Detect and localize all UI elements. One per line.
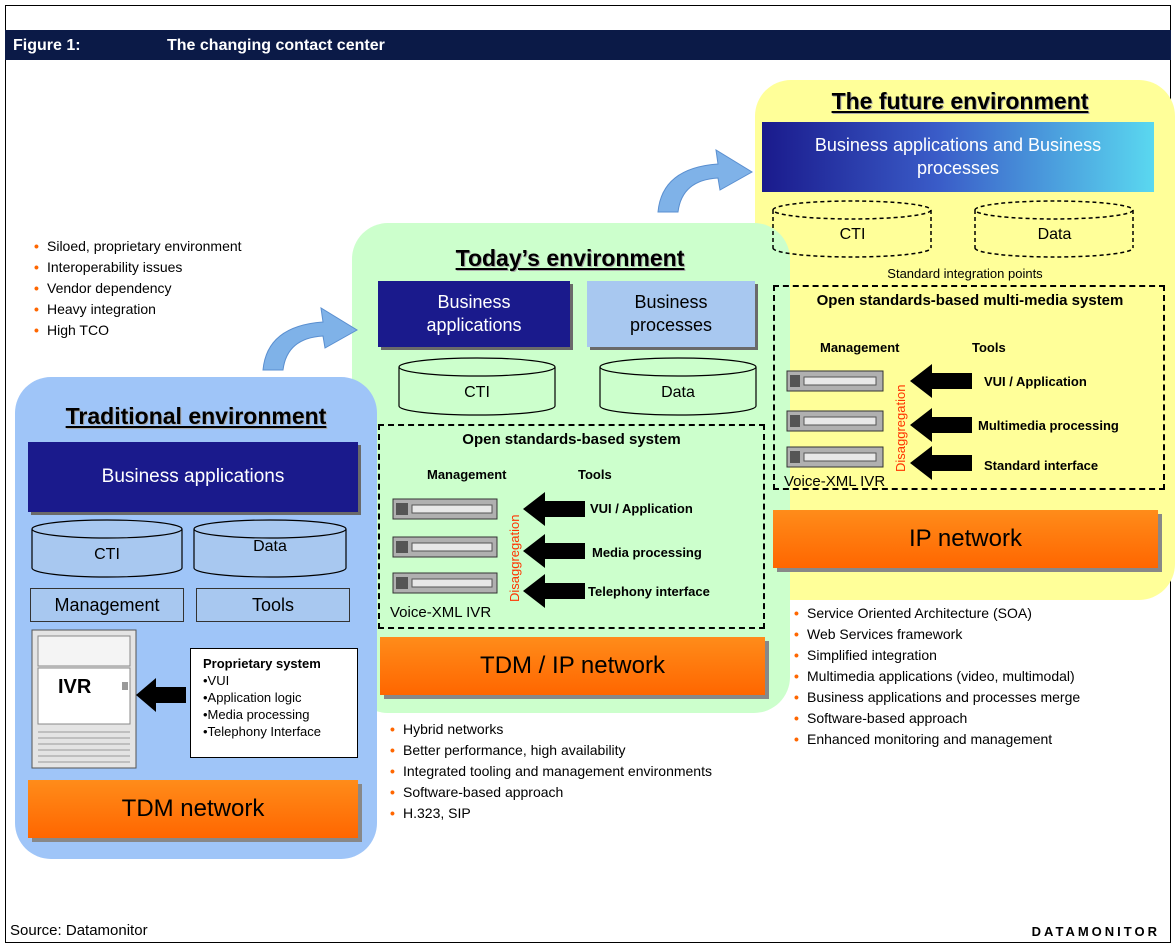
today-disaggregation-label: Disaggregation	[507, 514, 522, 602]
server-icon	[786, 370, 884, 392]
left-arrow-icon	[523, 574, 585, 608]
list-item: Enhanced monitoring and management	[794, 729, 1124, 750]
today-system-title: Open standards-based system	[462, 431, 681, 448]
list-item: Siloed, proprietary environment	[34, 236, 334, 257]
server-icon	[392, 536, 498, 558]
list-item: Heavy integration	[34, 299, 334, 320]
left-arrow-icon	[910, 408, 972, 442]
left-arrow-icon	[523, 492, 585, 526]
today-data-label: Data	[661, 384, 695, 401]
future-tools-label: Tools	[972, 340, 1006, 355]
figure-header: Figure 1: The changing contact center	[5, 30, 1171, 60]
server-icon	[392, 498, 498, 520]
traditional-cti-label: CTI	[94, 546, 120, 563]
list-item: Software-based approach	[794, 708, 1124, 729]
list-item: Multimedia applications (video, multimod…	[794, 666, 1124, 687]
cti-cylinder	[772, 200, 932, 258]
proprietary-item: •VUI	[203, 673, 230, 688]
future-row-label: VUI / Application	[984, 374, 1087, 389]
proprietary-item: •Telephony Interface	[203, 724, 322, 739]
traditional-network-box: TDM network	[28, 780, 358, 838]
source-label: Source: Datamonitor	[10, 922, 148, 939]
today-bullets: Hybrid networks Better performance, high…	[390, 719, 720, 824]
today-system-box	[378, 424, 765, 629]
list-item: Business applications and processes merg…	[794, 687, 1124, 708]
list-item: Web Services framework	[794, 624, 1124, 645]
traditional-title: Traditional environment	[65, 403, 327, 429]
traditional-data-label: Data	[253, 538, 287, 555]
future-row-label: Standard interface	[984, 458, 1099, 473]
today-row-label: Telephony interface	[588, 584, 710, 599]
list-item: Integrated tooling and management enviro…	[390, 761, 720, 782]
data-cylinder	[599, 357, 757, 416]
future-system-title: Open standards-based multi-media system	[816, 292, 1124, 309]
list-item: Interoperability issues	[34, 257, 334, 278]
today-management-label: Management	[427, 467, 507, 482]
future-network-box: IP network	[773, 510, 1158, 568]
cti-cylinder	[398, 357, 556, 416]
future-integration-label: Standard integration points	[887, 266, 1043, 281]
proprietary-item: •Media processing	[203, 707, 310, 722]
today-business-apps: Business applications	[378, 281, 570, 347]
today-title: Today’s environment	[455, 245, 685, 271]
traditional-tools-box: Tools	[196, 588, 350, 622]
server-icon	[786, 410, 884, 432]
proprietary-title: Proprietary system	[203, 656, 321, 671]
list-item: H.323, SIP	[390, 803, 720, 824]
future-bullets: Service Oriented Architecture (SOA) Web …	[794, 603, 1124, 750]
left-arrow-icon	[523, 534, 585, 568]
list-item: Simplified integration	[794, 645, 1124, 666]
data-cylinder	[193, 519, 347, 578]
future-disaggregation-label: Disaggregation	[893, 384, 908, 472]
left-arrow-icon	[136, 678, 186, 712]
figure-title: The changing contact center	[167, 37, 385, 54]
future-business-box: Business applications and Business proce…	[762, 122, 1154, 192]
today-ivr-label: Voice-XML IVR	[390, 604, 492, 621]
today-row-label: VUI / Application	[590, 501, 693, 516]
figure-number: Figure 1:	[13, 37, 81, 54]
server-icon	[392, 572, 498, 594]
list-item: Better performance, high availability	[390, 740, 720, 761]
future-row-label: Multimedia processing	[978, 418, 1119, 433]
future-management-label: Management	[820, 340, 900, 355]
list-item: Software-based approach	[390, 782, 720, 803]
future-cti-label: CTI	[839, 226, 866, 243]
future-data-label: Data	[1037, 226, 1072, 243]
curved-arrow-icon	[657, 149, 753, 213]
future-title: The future environment	[831, 88, 1089, 114]
cti-cylinder	[31, 519, 183, 578]
data-cylinder	[974, 200, 1134, 258]
traditional-bullets: Siloed, proprietary environment Interope…	[34, 236, 334, 341]
today-network-box: TDM / IP network	[380, 637, 765, 695]
today-tools-label: Tools	[578, 467, 612, 482]
server-icon	[786, 446, 884, 468]
today-business-processes: Business processes	[587, 281, 755, 347]
list-item: Hybrid networks	[390, 719, 720, 740]
proprietary-system-box: Proprietary system •VUI •Application log…	[190, 648, 358, 758]
left-arrow-icon	[910, 446, 972, 480]
future-ivr-label: Voice-XML IVR	[784, 473, 886, 490]
proprietary-item: •Application logic	[203, 690, 302, 705]
brand-logo: DATAMONITOR	[1031, 924, 1160, 939]
today-row-label: Media processing	[592, 545, 702, 560]
future-system-box	[773, 285, 1165, 490]
left-arrow-icon	[910, 364, 972, 398]
traditional-management-box: Management	[30, 588, 184, 622]
list-item: High TCO	[34, 320, 334, 341]
list-item: Service Oriented Architecture (SOA)	[794, 603, 1124, 624]
today-cti-label: CTI	[464, 384, 490, 401]
traditional-business-apps: Business applications	[28, 442, 358, 512]
ivr-label: IVR	[58, 676, 92, 698]
ivr-cabinet-icon	[31, 629, 137, 769]
list-item: Vendor dependency	[34, 278, 334, 299]
